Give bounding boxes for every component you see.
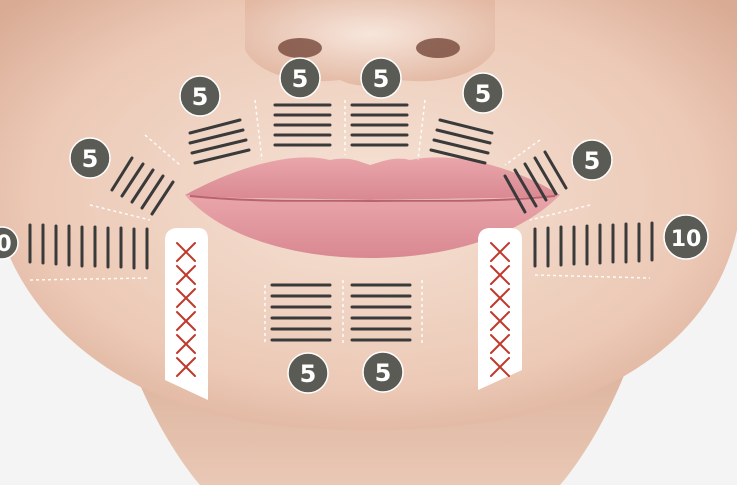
badge-label: 5	[373, 65, 390, 93]
badge-label: 5	[82, 145, 99, 173]
badge-upper-right-inner: 5	[361, 58, 401, 98]
badge-chin-left: 5	[288, 353, 328, 393]
no-injection-strip-right	[478, 228, 522, 390]
badge-upper-left-inner: 5	[280, 58, 320, 98]
no-injection-strip-left	[165, 228, 208, 400]
badge-label: 5	[300, 360, 317, 388]
badge-label: 0	[0, 232, 12, 257]
badge-label: 10	[671, 227, 702, 252]
badge-chin-right: 5	[363, 352, 403, 392]
badge-cheek-left: 5	[70, 138, 110, 178]
badge-upper-left-outer: 5	[180, 76, 220, 116]
badge-label: 5	[292, 65, 309, 93]
badge-upper-right-outer: 5	[463, 73, 503, 113]
nostril-right	[416, 38, 460, 58]
badge-cheek-right: 5	[572, 140, 612, 180]
nostril-left	[278, 38, 322, 58]
badge-label: 5	[475, 80, 492, 108]
badge-label: 5	[192, 83, 209, 111]
badge-label: 5	[584, 147, 601, 175]
badge-jaw-right: 10	[664, 215, 708, 259]
badge-label: 5	[375, 359, 392, 387]
